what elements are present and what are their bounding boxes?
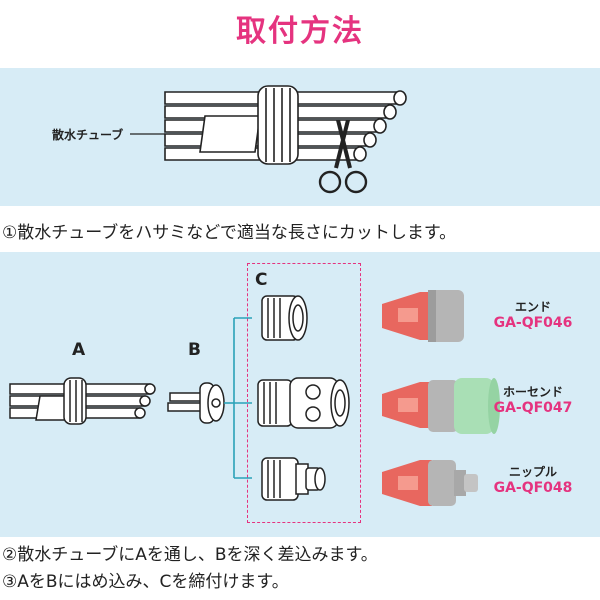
part-b-label: B (188, 340, 201, 360)
product-3-code: GA-QF048 (493, 480, 573, 496)
product-1-code: GA-QF046 (493, 315, 573, 331)
part-c-end-cap (261, 295, 308, 341)
product-2-name: ホーセンド (502, 385, 563, 399)
part-c-label: C (255, 270, 268, 290)
step1-text: ①散水チューブをハサミなどで適当な長さにカットします。 (2, 223, 457, 243)
connector-lines (233, 317, 252, 479)
product-2-code: GA-QF047 (493, 400, 573, 416)
product-nipple-image (382, 460, 478, 506)
step2-text: ②散水チューブにAを通し、Bを深く差込みます。 (2, 545, 378, 565)
part-a-label: A (72, 340, 86, 360)
part-c-nipple (261, 457, 326, 501)
product-end-image (382, 290, 464, 342)
tube-cut-illustration (164, 85, 407, 165)
page-title: 取付方法 (236, 14, 364, 49)
part-b-illustration (167, 382, 234, 424)
tube-with-part-a (9, 377, 156, 425)
product-1-name: エンド (514, 300, 551, 314)
tube-label: 散水チューブ (52, 128, 124, 142)
step3-text: ③AをBにはめ込み、Cを締付けます。 (2, 572, 289, 592)
scissors-icon (318, 119, 368, 194)
part-c-options-box (247, 263, 361, 523)
product-3-name: ニップル (508, 465, 557, 479)
product-hose-end-image (382, 378, 500, 434)
part-c-hose-end (257, 377, 350, 429)
